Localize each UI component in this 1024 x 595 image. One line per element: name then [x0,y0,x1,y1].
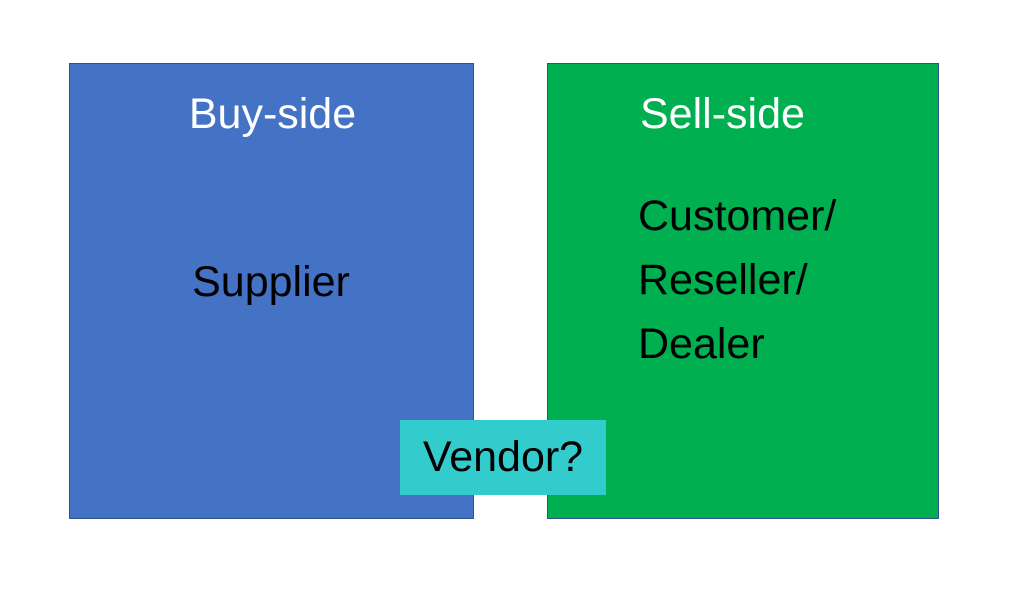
buy-side-title: Buy-side [188,90,357,138]
reseller-label: Reseller/ [638,256,808,304]
buy-side-box: Buy-side Supplier [69,63,474,519]
sell-side-labels: Customer/ Reseller/ Dealer [638,184,836,376]
vendor-label: Vendor? [422,433,584,481]
customer-label: Customer/ [638,192,837,240]
supplier-label: Supplier [192,258,350,306]
vendor-label-box: Vendor? [400,420,606,495]
sell-side-title: Sell-side [640,90,805,138]
sell-side-box: Sell-side Customer/ Reseller/ Dealer [547,63,939,519]
dealer-label: Dealer [638,320,765,368]
